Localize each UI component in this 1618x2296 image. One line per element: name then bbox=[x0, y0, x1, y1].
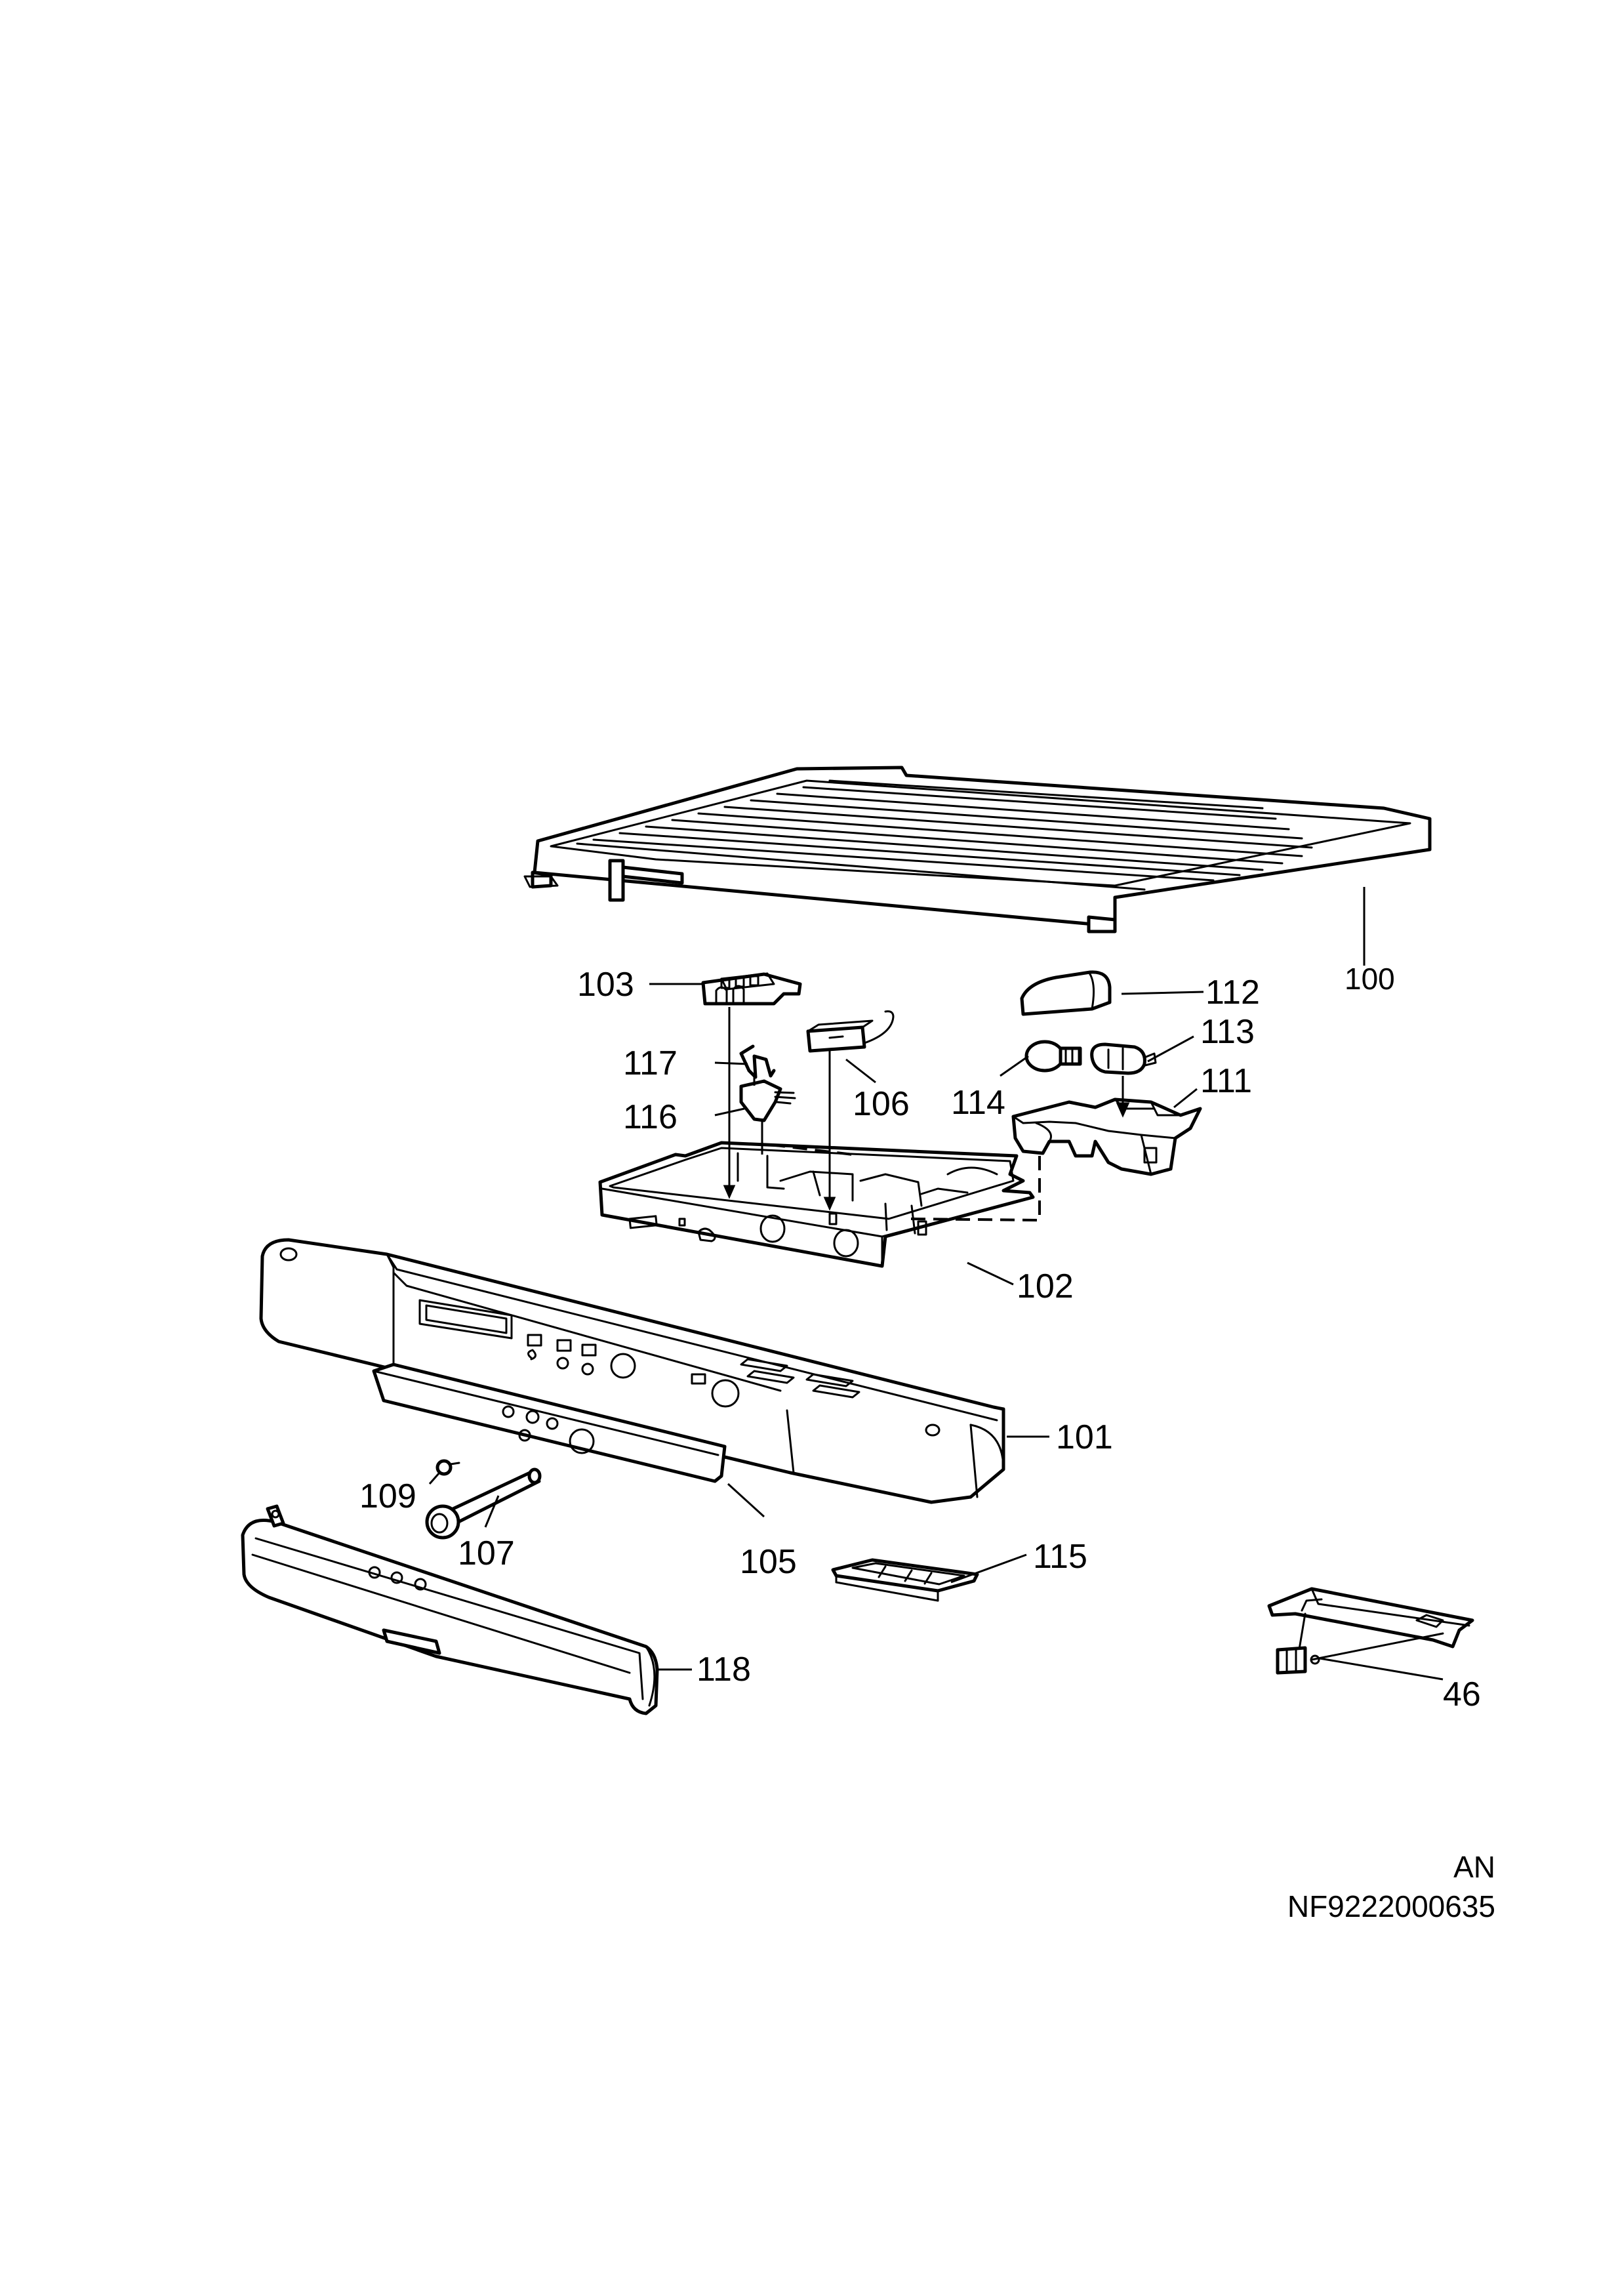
callout-117: 117 bbox=[623, 1044, 678, 1082]
callout-118: 118 bbox=[697, 1650, 751, 1689]
callout-101: 101 bbox=[1056, 1418, 1113, 1456]
part-112-lamp-cover bbox=[1020, 970, 1112, 1016]
part-101-control-panel bbox=[259, 1238, 1005, 1504]
drawing-footer: AN NF9222000635 bbox=[1287, 1850, 1495, 1923]
part-118-front-trim bbox=[241, 1504, 659, 1715]
part-102-control-box bbox=[598, 1141, 1035, 1268]
part-46-bracket bbox=[1267, 1587, 1474, 1675]
part-116-switch bbox=[739, 1079, 796, 1122]
part-115-tray bbox=[831, 1558, 979, 1602]
callout-105: 105 bbox=[740, 1543, 797, 1581]
part-113-lamp-holder bbox=[1090, 1042, 1157, 1075]
callout-labels: 100 103 112 113 117 106 114 111 116 102 … bbox=[359, 962, 1481, 1713]
part-105-button-strip bbox=[372, 1363, 727, 1483]
part-111-lamp-housing bbox=[1011, 1097, 1202, 1176]
footer-code: AN bbox=[1453, 1850, 1495, 1884]
part-117-wire-clip bbox=[739, 1044, 776, 1079]
callout-46: 46 bbox=[1443, 1675, 1481, 1713]
cover-ribs bbox=[592, 779, 1313, 882]
callout-115: 115 bbox=[1033, 1538, 1087, 1576]
part-114-bulb bbox=[1024, 1040, 1082, 1073]
callout-100: 100 bbox=[1345, 962, 1395, 996]
callout-112: 112 bbox=[1205, 974, 1260, 1012]
callout-113: 113 bbox=[1200, 1013, 1255, 1051]
callout-109: 109 bbox=[359, 1477, 416, 1515]
part-103-connector-block bbox=[701, 972, 802, 1006]
callout-106: 106 bbox=[853, 1085, 910, 1123]
callout-114: 114 bbox=[951, 1084, 1005, 1122]
callout-leaders bbox=[428, 887, 1444, 1681]
assembly-lines bbox=[723, 1007, 1130, 1222]
callout-103: 103 bbox=[577, 966, 634, 1004]
callout-102: 102 bbox=[1017, 1267, 1074, 1305]
callout-111: 111 bbox=[1200, 1062, 1252, 1100]
part-106-capacitor bbox=[806, 1010, 895, 1053]
part-109-pin bbox=[435, 1459, 460, 1476]
part-100-top-cover bbox=[523, 766, 1432, 933]
callout-107: 107 bbox=[458, 1534, 515, 1572]
footer-drawing-number: NF9222000635 bbox=[1287, 1889, 1495, 1923]
part-107-shaft bbox=[425, 1467, 542, 1540]
callout-116: 116 bbox=[623, 1098, 678, 1136]
